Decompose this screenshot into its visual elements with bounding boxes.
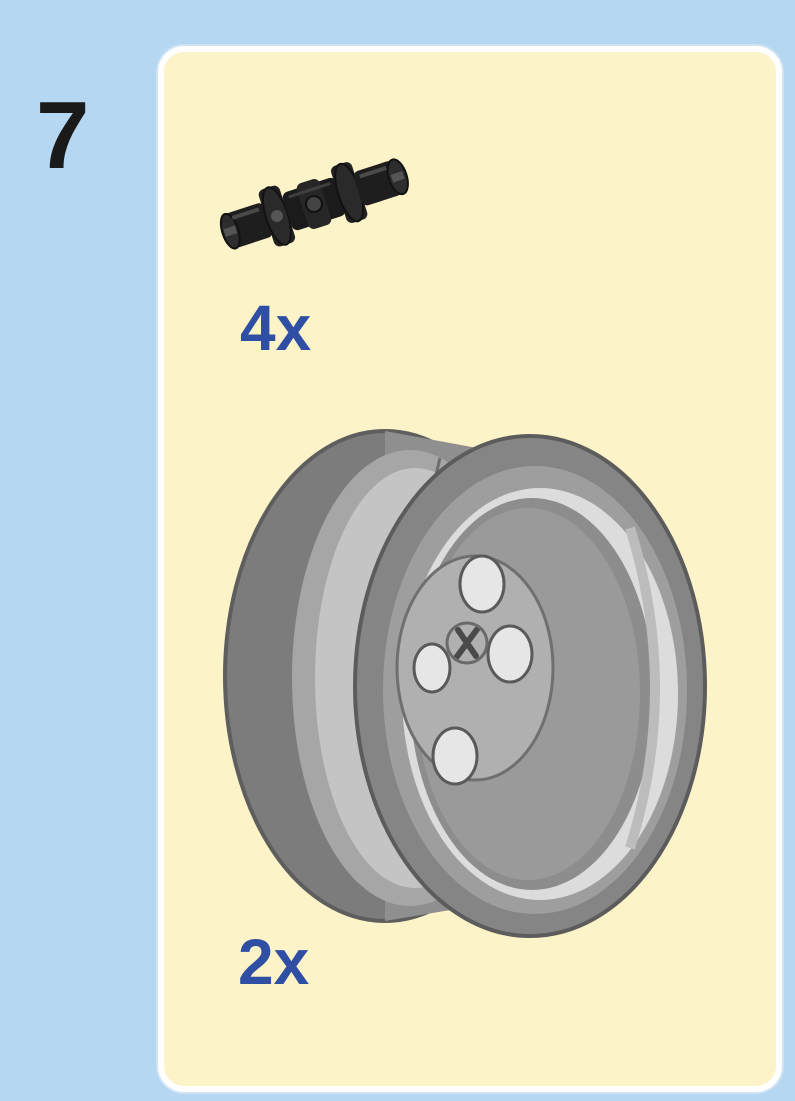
- wheel-rim-icon: [210, 368, 730, 948]
- parts-list-panel: 4x: [158, 46, 782, 1092]
- wheel-quantity: 2x: [238, 926, 310, 998]
- connector-quantity: 4x: [240, 292, 312, 364]
- step-number: 7: [36, 82, 89, 189]
- axle-pin-connector-icon: [214, 134, 414, 274]
